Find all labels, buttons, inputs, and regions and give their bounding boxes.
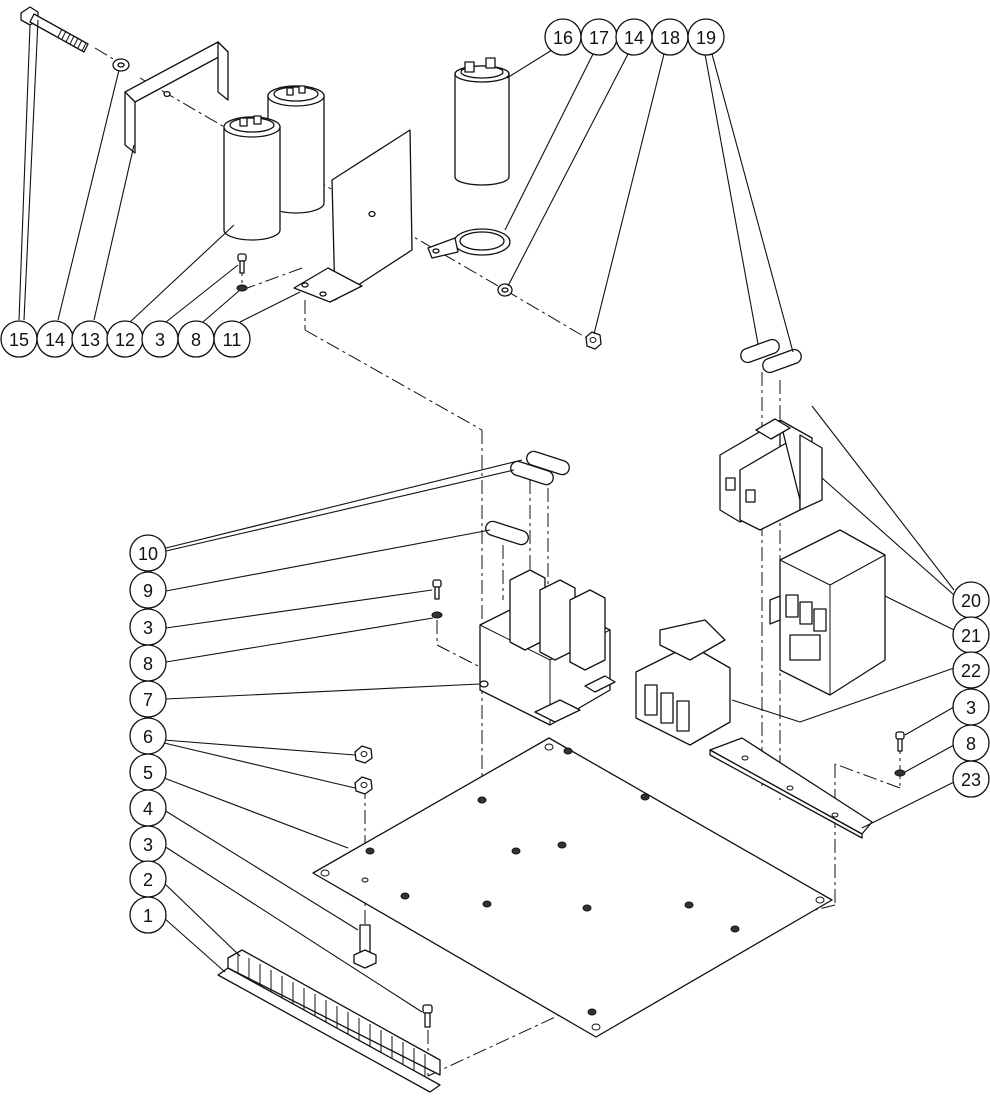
washer-14-left [112,58,130,72]
overload-relay-22 [635,619,731,746]
svg-text:21: 21 [961,626,981,646]
callout-16: 16 [544,18,582,56]
svg-text:19: 19 [696,28,716,48]
nuts-6 [354,745,373,795]
clamp-17 [427,228,511,259]
svg-text:23: 23 [961,770,981,790]
fuses-19 [740,338,802,374]
capacitor-16 [454,57,510,186]
callout-22: 22 [952,651,990,689]
svg-text:22: 22 [961,661,981,681]
callout-8-right: 8 [952,724,990,762]
svg-text:1: 1 [143,906,153,926]
svg-text:8: 8 [143,654,153,674]
fuse-block-7 [479,569,616,726]
svg-text:9: 9 [143,581,153,601]
bracket-13 [124,41,229,154]
callout-3-top: 3 [141,320,179,358]
callout-3-middle: 3 [129,608,167,646]
bolt-15 [20,6,89,53]
callout-3-right: 3 [952,688,990,726]
callouts: 15 14 13 12 3 8 11 16 17 14 18 19 10 9 3 [0,18,990,934]
svg-text:6: 6 [143,727,153,747]
callout-8-middle: 8 [129,644,167,682]
fuses-10 [510,450,570,486]
svg-text:11: 11 [223,330,242,350]
callout-14-top-right: 14 [615,18,653,56]
svg-text:12: 12 [115,330,135,350]
svg-text:14: 14 [45,330,65,350]
callout-8-top: 8 [177,320,215,358]
fuse-holders-20 [719,418,823,531]
svg-text:2: 2 [143,870,153,890]
svg-text:3: 3 [155,330,165,350]
nut-18 [585,331,602,350]
svg-text:3: 3 [143,618,153,638]
svg-text:3: 3 [966,698,976,718]
callout-23: 23 [952,760,990,798]
callout-10: 10 [129,534,167,572]
bracket-11 [293,129,413,303]
callout-13: 13 [71,320,109,358]
screw-3-right [894,731,906,777]
svg-text:14: 14 [624,28,644,48]
svg-text:3: 3 [143,835,153,855]
callout-1: 1 [129,896,167,934]
callout-9: 9 [129,571,167,609]
svg-text:10: 10 [138,544,158,564]
contactor-21 [769,529,886,696]
callout-12: 12 [106,320,144,358]
svg-text:17: 17 [589,28,609,48]
stud-4 [353,924,377,969]
svg-text:5: 5 [143,763,153,783]
screw-3-lower [422,1004,433,1028]
callout-4: 4 [129,789,167,827]
base-plate-5 [312,737,833,1038]
svg-text:8: 8 [191,330,201,350]
callout-17: 17 [580,18,618,56]
callout-6: 6 [129,717,167,755]
leader-lines [18,19,955,1013]
fuse-9 [485,520,529,546]
din-rail-23 [709,737,873,839]
callout-11: 11 [213,320,251,358]
callout-18: 18 [651,18,689,56]
svg-text:15: 15 [9,330,29,350]
callout-3-lower: 3 [129,825,167,863]
callout-15-top: 15 [0,320,38,358]
screw-3-middle [431,579,443,619]
screw-3-upper [236,253,248,292]
callout-7: 7 [129,680,167,718]
svg-text:18: 18 [660,28,680,48]
svg-text:7: 7 [143,690,153,710]
callout-2: 2 [129,860,167,898]
svg-text:20: 20 [961,591,981,611]
capacitors-12 [223,85,325,241]
terminal-strip-2 [217,949,441,1093]
callout-21: 21 [952,616,990,654]
svg-text:16: 16 [553,28,573,48]
svg-text:4: 4 [143,799,153,819]
washer-14-right [497,283,513,297]
callout-14-top-left: 14 [36,320,74,358]
svg-text:13: 13 [80,330,100,350]
callout-19: 19 [687,18,725,56]
callout-20: 20 [952,581,990,619]
callout-5: 5 [129,753,167,791]
svg-text:8: 8 [966,734,976,754]
